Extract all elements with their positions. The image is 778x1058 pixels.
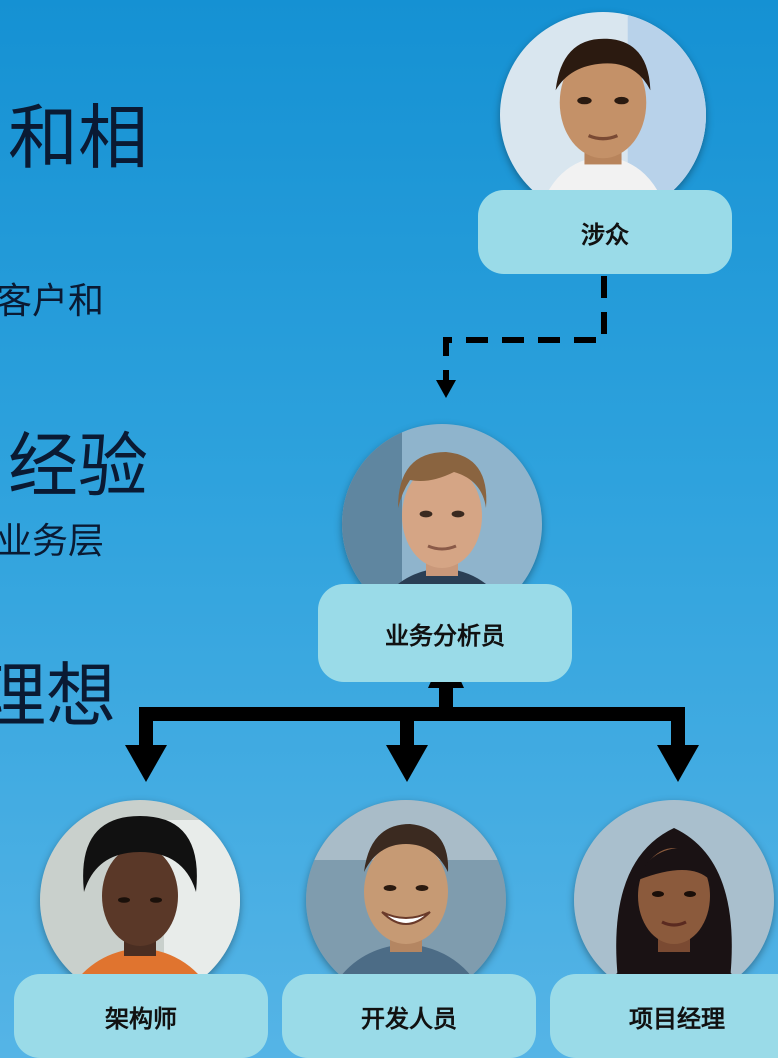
developer-arrowhead: [386, 745, 428, 782]
architect-photo-icon: [40, 800, 240, 1000]
developer-photo-icon: [306, 800, 506, 1000]
pm-arrowhead: [657, 745, 699, 782]
pm-drop: [671, 714, 685, 750]
architect-arrowhead: [125, 745, 167, 782]
project-manager-label: 项目经理: [550, 974, 778, 1058]
background-text-2: 客户和: [0, 281, 105, 322]
stakeholder-label: 涉众: [478, 190, 732, 274]
stakeholder-photo-icon: [500, 12, 706, 218]
business-analyst-label: 业务分析员: [318, 584, 572, 682]
background-text-4: 业务层: [0, 521, 105, 562]
architect-drop: [139, 714, 153, 750]
background-text-5: 理想: [0, 655, 116, 737]
dashed-arrowhead: [436, 380, 456, 398]
dashed-connector: [443, 276, 607, 380]
background-text-3: 经验: [8, 425, 148, 507]
developer-drop: [400, 714, 414, 750]
project-manager-photo-icon: [574, 800, 774, 1000]
developer-label: 开发人员: [282, 974, 536, 1058]
background-text-1: 和相: [8, 97, 148, 179]
architect-label: 架构师: [14, 974, 268, 1058]
